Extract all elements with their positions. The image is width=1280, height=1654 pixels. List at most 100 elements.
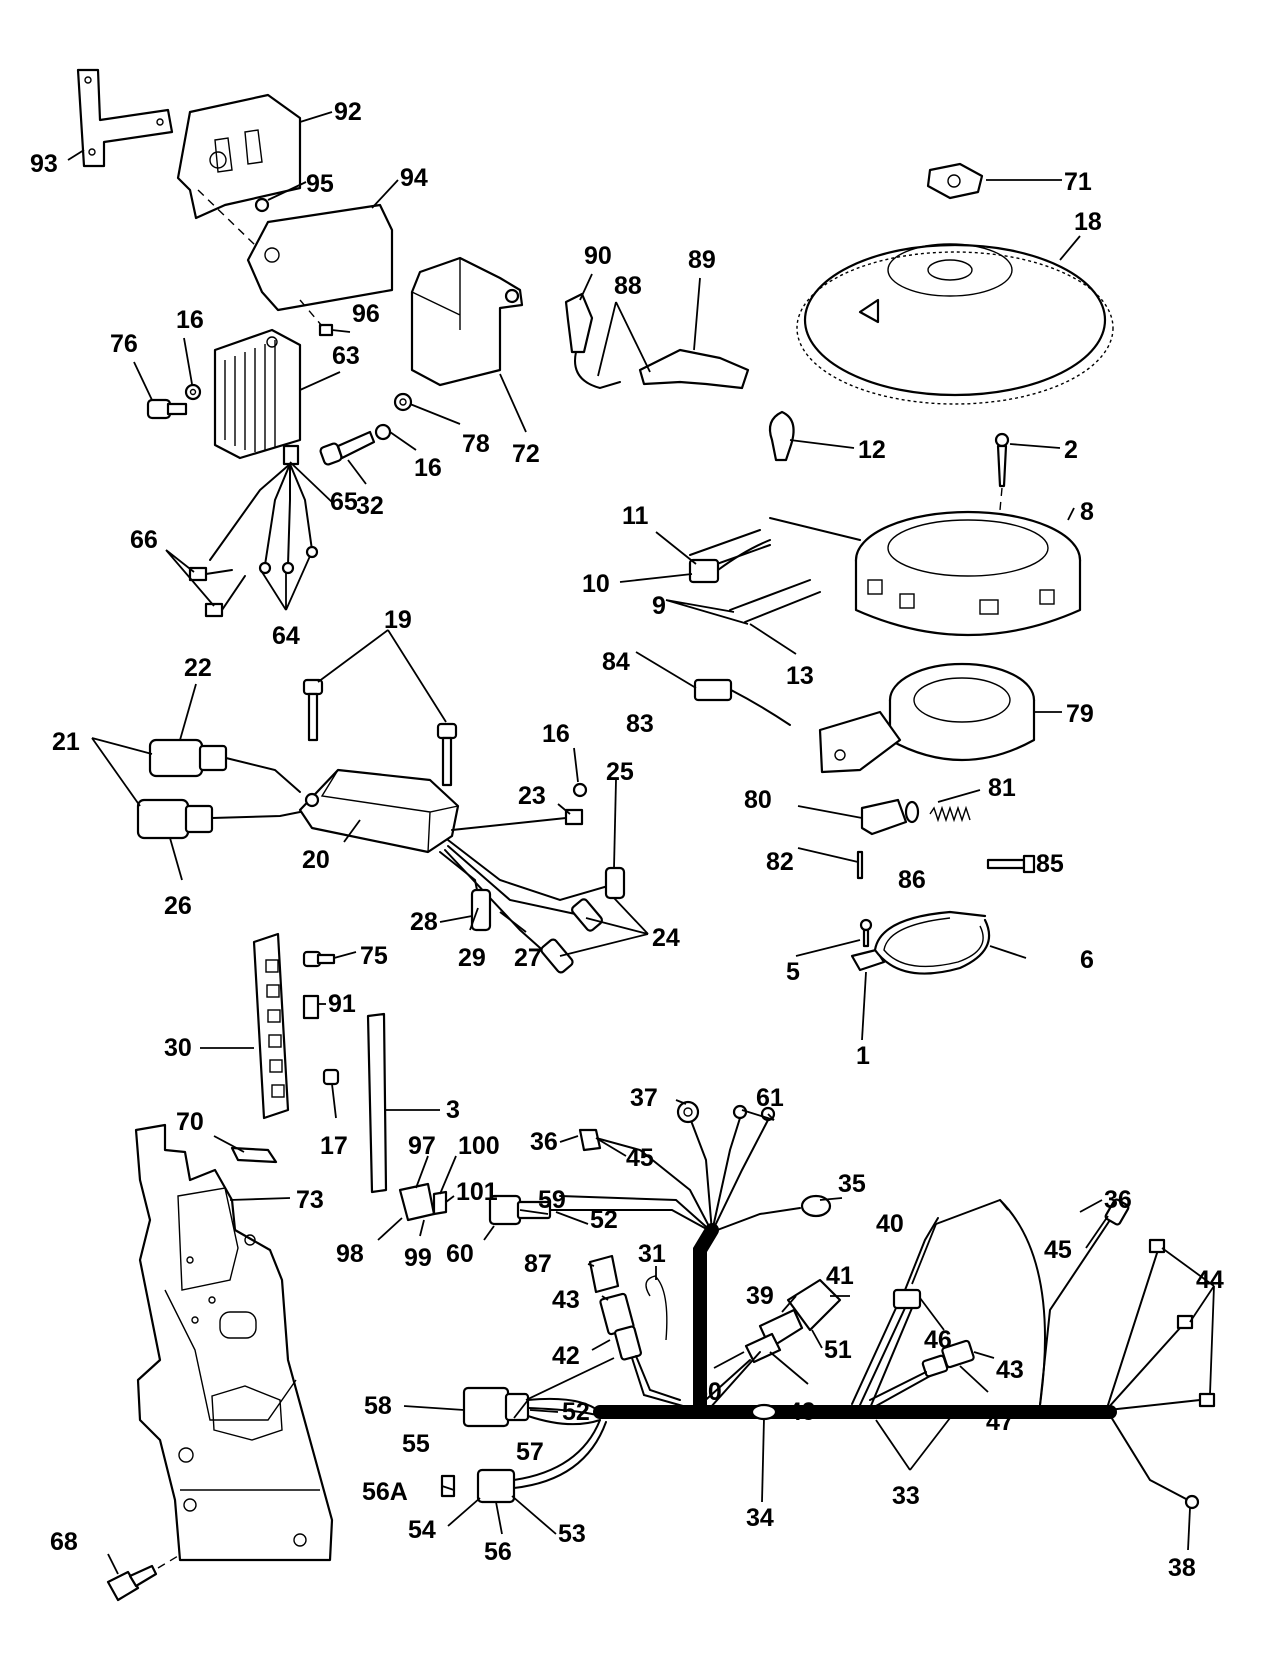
callout-52-a: 52 <box>590 1206 618 1234</box>
screw-17 <box>322 1068 340 1086</box>
callout-80: 80 <box>744 786 772 814</box>
plug-boot-90 <box>564 292 621 390</box>
leader-lines <box>67 111 1215 1575</box>
callout-10: 10 <box>582 570 610 598</box>
regulator-leads-65 <box>209 463 319 575</box>
stator-8 <box>689 510 1082 637</box>
callout-30: 30 <box>164 1034 192 1062</box>
callout-17: 17 <box>320 1132 348 1160</box>
screw-96 <box>299 299 334 337</box>
callout-79: 79 <box>1066 700 1094 728</box>
wire-harness-33 <box>440 1100 1216 1510</box>
callout-41: 41 <box>826 1262 854 1290</box>
cover-strip-3 <box>366 1012 388 1194</box>
screw-85 <box>986 854 1036 874</box>
callout-36-a: 36 <box>530 1128 558 1156</box>
callout-28: 28 <box>410 908 438 936</box>
washer-16-c <box>572 782 588 798</box>
callout-16-c: 16 <box>542 720 570 748</box>
mounting-plate-73 <box>134 1123 334 1562</box>
callout-25: 25 <box>606 758 634 786</box>
callout-68: 68 <box>50 1528 78 1556</box>
callout-95: 95 <box>306 170 334 198</box>
callout-40: 40 <box>876 1210 904 1238</box>
retaining-ring-6 <box>873 910 991 975</box>
callout-85: 85 <box>1036 850 1064 878</box>
washer-86 <box>904 800 920 824</box>
callout-42: 42 <box>552 1342 580 1370</box>
callout-90: 90 <box>584 242 612 270</box>
callout-53: 53 <box>558 1520 586 1548</box>
screws-19 <box>302 678 458 787</box>
callout-52-b: 52 <box>562 1398 590 1426</box>
callout-98: 98 <box>336 1240 364 1268</box>
callout-72: 72 <box>512 440 540 468</box>
terminal-23 <box>451 808 584 831</box>
callout-37: 37 <box>630 1084 658 1112</box>
callout-58: 58 <box>364 1392 392 1420</box>
clip-1 <box>850 948 886 972</box>
washer-16-b <box>374 423 392 441</box>
screw-5 <box>859 918 873 948</box>
callout-31: 31 <box>638 1240 666 1268</box>
callout-19: 19 <box>384 606 412 634</box>
screw-68 <box>106 1555 179 1602</box>
callout-73: 73 <box>296 1186 324 1214</box>
callout-56: 56 <box>484 1538 512 1566</box>
link-block-80 <box>860 798 908 836</box>
callout-64: 64 <box>272 622 300 650</box>
callout-51: 51 <box>824 1336 852 1364</box>
callout-61: 61 <box>756 1084 784 1112</box>
callout-35: 35 <box>838 1170 866 1198</box>
callout-92: 92 <box>334 98 362 126</box>
callout-5: 5 <box>786 958 800 986</box>
terminals-66 <box>188 566 246 618</box>
connector-26 <box>136 798 301 840</box>
terminal-strip-30 <box>252 932 290 1120</box>
screw-32 <box>319 430 376 466</box>
callout-47: 47 <box>986 1408 1014 1436</box>
callout-46: 46 <box>924 1326 952 1354</box>
callout-29: 29 <box>458 944 486 972</box>
callout-50: 50 <box>694 1378 722 1406</box>
callout-82: 82 <box>766 848 794 876</box>
callout-96: 96 <box>352 300 380 328</box>
spring-81 <box>929 805 971 823</box>
callout-27: 27 <box>514 944 542 972</box>
callout-63: 63 <box>332 342 360 370</box>
callout-23: 23 <box>518 782 546 810</box>
callout-89: 89 <box>688 246 716 274</box>
callout-16-b: 16 <box>414 454 442 482</box>
callout-91: 91 <box>328 990 356 1018</box>
callout-45-a: 45 <box>626 1144 654 1172</box>
callout-38: 38 <box>1168 1554 1196 1582</box>
callout-9: 9 <box>652 592 666 620</box>
clip-91 <box>302 994 320 1020</box>
callout-87: 87 <box>524 1250 552 1278</box>
connector-22 <box>148 738 301 793</box>
callout-66: 66 <box>130 526 158 554</box>
bracket-plate-93 <box>76 68 174 168</box>
wires-9 <box>729 579 821 623</box>
callout-57: 57 <box>516 1438 544 1466</box>
callout-2: 2 <box>1064 436 1078 464</box>
callout-20: 20 <box>302 846 330 874</box>
callout-78: 78 <box>462 430 490 458</box>
callout-39: 39 <box>746 1282 774 1310</box>
connector-10 <box>688 539 771 584</box>
rectifier-63 <box>213 328 302 466</box>
callout-55: 55 <box>402 1430 430 1458</box>
pin-82 <box>856 850 864 880</box>
callout-93: 93 <box>30 150 58 178</box>
flywheel-nut-71 <box>926 162 984 200</box>
callout-13: 13 <box>786 662 814 690</box>
callout-86: 86 <box>898 866 926 894</box>
ignition-coil-72 <box>410 256 524 387</box>
callout-34: 34 <box>746 1504 774 1532</box>
callout-8: 8 <box>1080 498 1094 526</box>
callout-76: 76 <box>110 330 138 358</box>
callout-33: 33 <box>892 1482 920 1510</box>
sensor-83 <box>693 678 791 726</box>
flywheel-18 <box>796 243 1114 405</box>
callout-71: 71 <box>1064 168 1092 196</box>
